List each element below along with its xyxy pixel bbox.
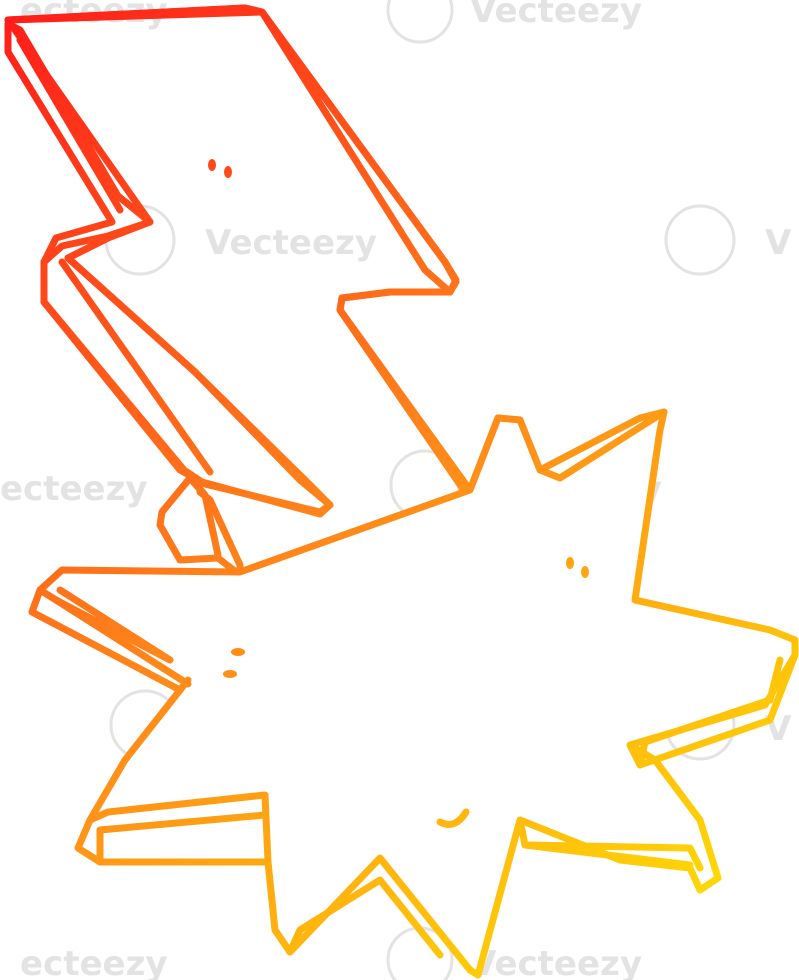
mark-dot bbox=[208, 159, 216, 171]
watermark-row-5: ecteezy Vecteezy bbox=[20, 926, 642, 980]
burst-bottom-left bbox=[86, 791, 272, 866]
mark-dot bbox=[581, 566, 589, 578]
sparkle-marks bbox=[208, 159, 589, 828]
watermark-text: ecteezy bbox=[20, 944, 168, 980]
burst-bottom-right-2 bbox=[521, 841, 704, 872]
mark-dot bbox=[224, 166, 232, 178]
bolt-lower-edge bbox=[40, 234, 334, 516]
burst-right-2 bbox=[636, 656, 784, 769]
watermark-logo-icon bbox=[664, 204, 736, 276]
watermark-text: Vecteezy bbox=[470, 0, 642, 31]
burst-top-right bbox=[536, 408, 668, 482]
mark-dot bbox=[223, 670, 237, 678]
explosion-burst-icon bbox=[28, 408, 799, 979]
mark-dot bbox=[566, 557, 574, 569]
mark-dot bbox=[231, 648, 245, 656]
watermark-text: Vecteezy bbox=[470, 944, 642, 980]
bolt-inner-left bbox=[16, 36, 124, 214]
watermark-top: Vecteezy bbox=[386, 0, 642, 44]
burst-bottom-left-2 bbox=[96, 811, 269, 866]
watermark-logo-icon bbox=[386, 0, 454, 44]
mark-curve bbox=[436, 808, 470, 828]
burst-right bbox=[626, 651, 799, 769]
watermark-row-2: Vecteezy V bbox=[104, 204, 792, 276]
burst-bottom-mid bbox=[286, 876, 444, 959]
burst-side-left-2 bbox=[52, 586, 174, 664]
watermark-text: Vecteezy bbox=[205, 223, 377, 263]
bolt-inner-lower bbox=[58, 258, 214, 476]
bolt-edge-top bbox=[4, 4, 469, 496]
bolt-neck-inner bbox=[186, 474, 222, 559]
watermark-text: V bbox=[765, 223, 792, 263]
watermark-text: ecteezy bbox=[0, 469, 148, 509]
